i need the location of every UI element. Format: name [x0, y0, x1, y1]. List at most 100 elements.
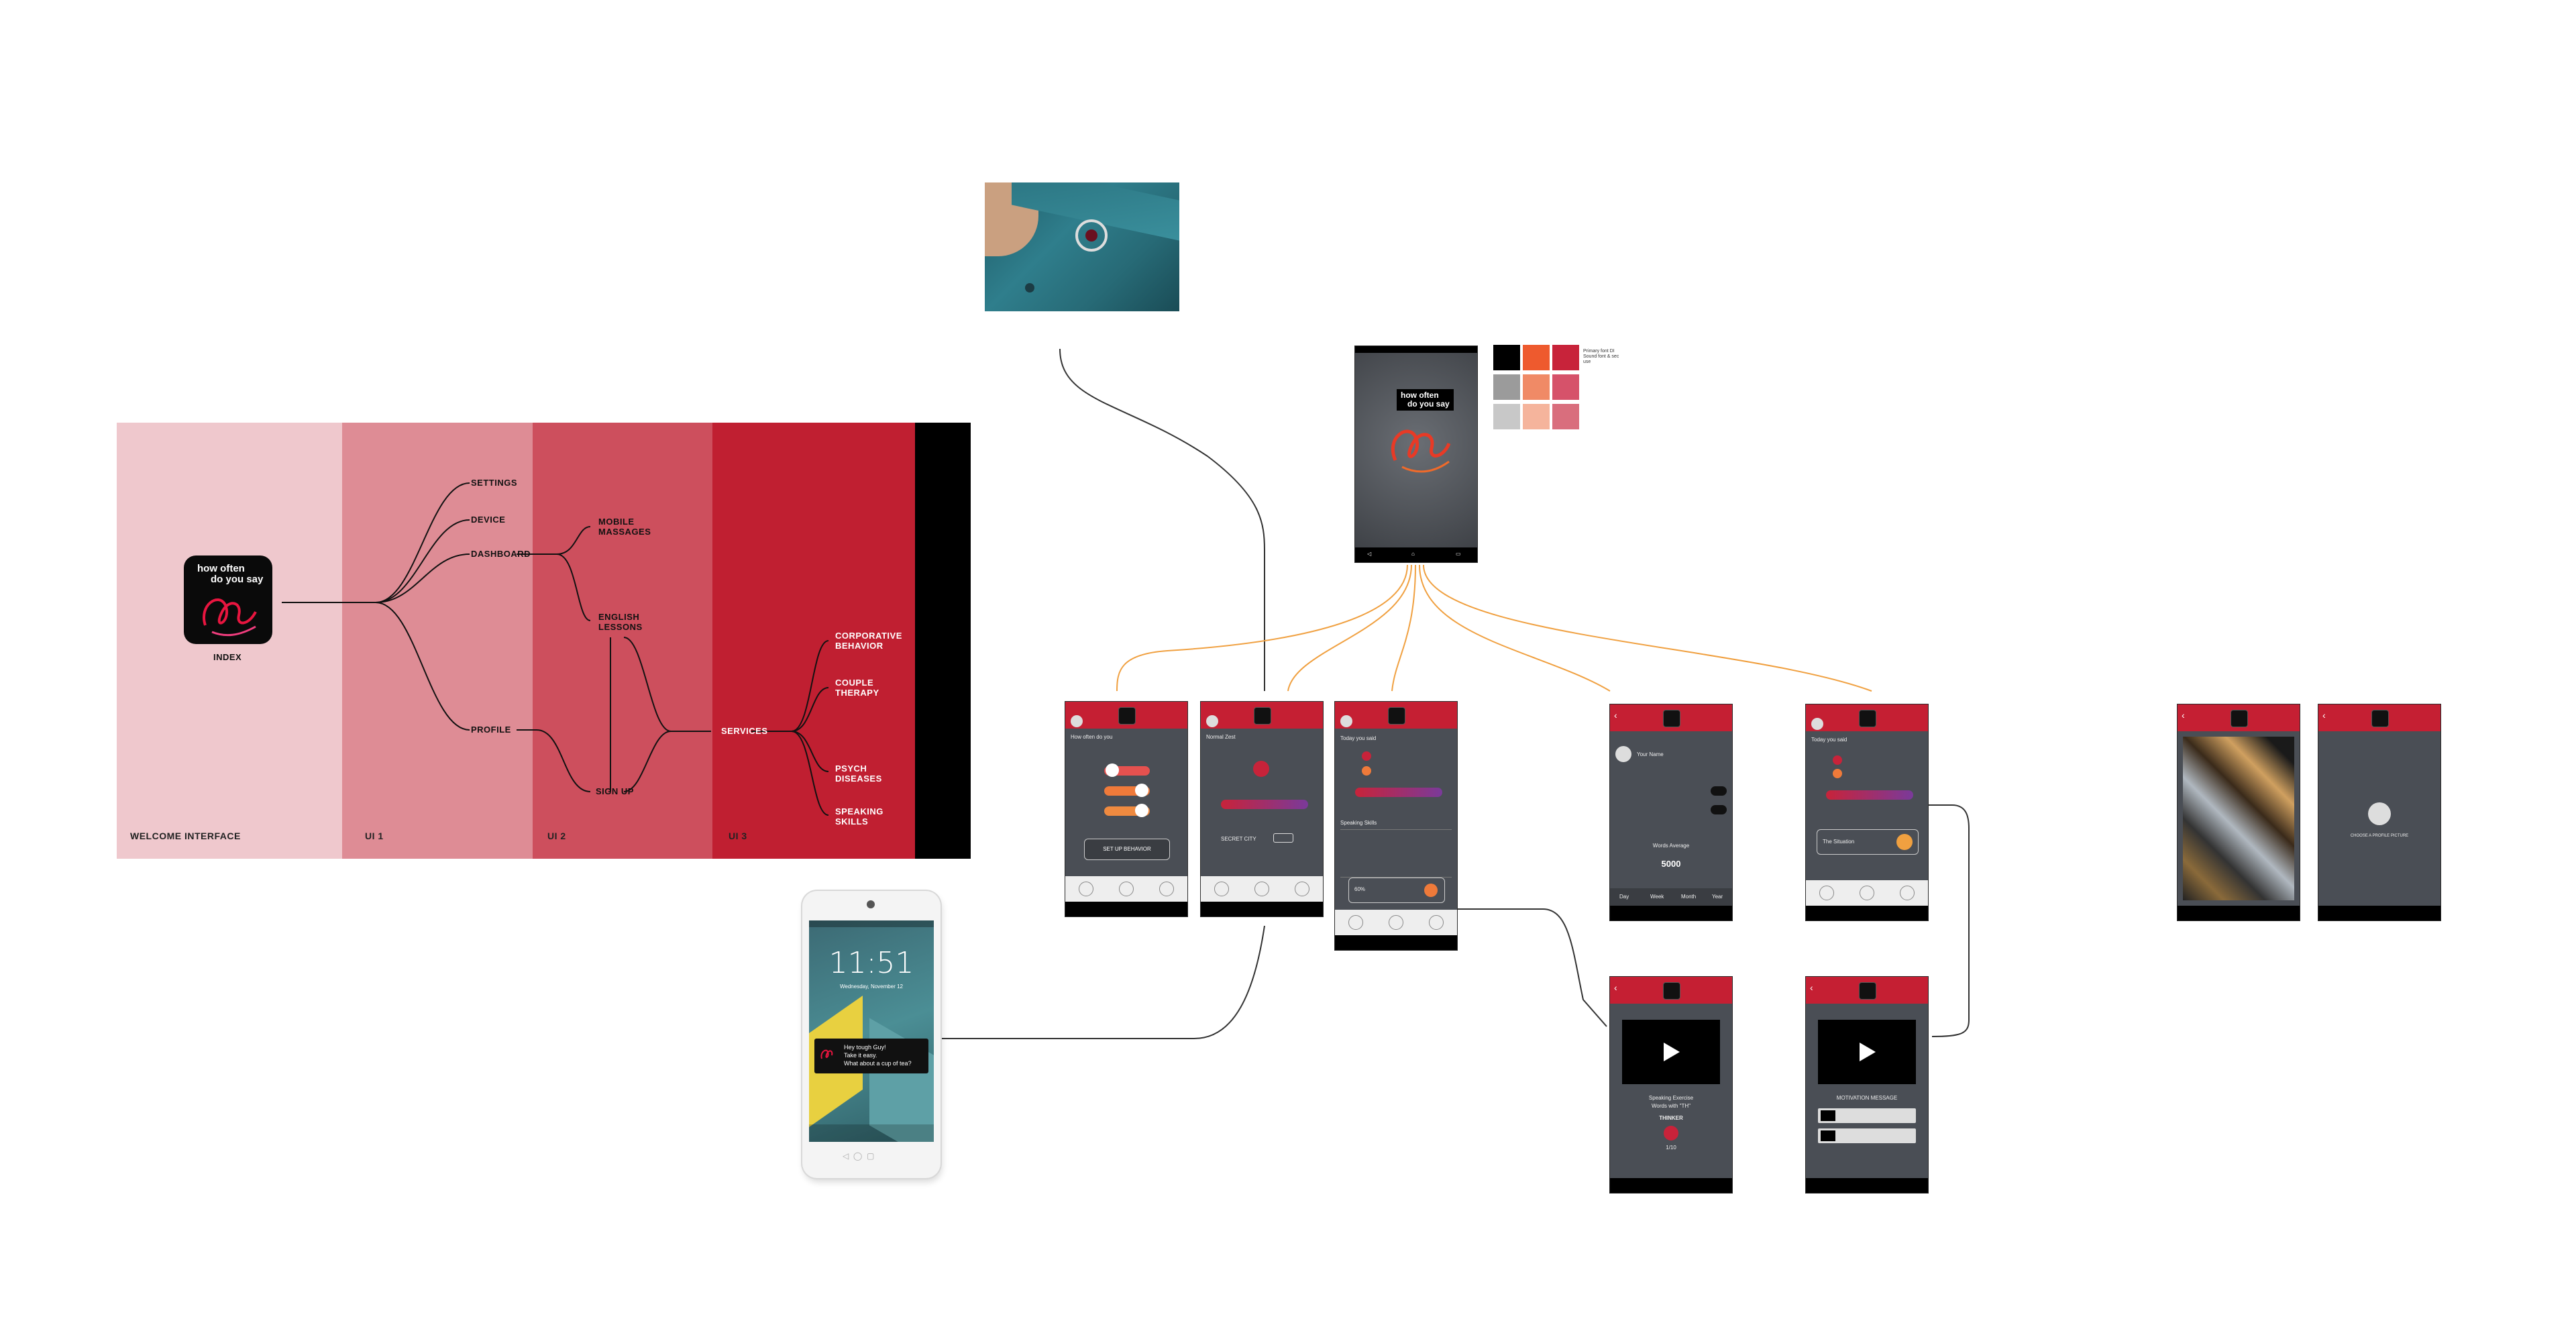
slider-3-knob[interactable]: [1135, 804, 1148, 817]
profile-avatar[interactable]: [1615, 746, 1631, 762]
stat-value: 5000: [1661, 859, 1681, 869]
toggle-1[interactable]: [1711, 786, 1727, 796]
tab-dashboard-icon[interactable]: [1348, 915, 1363, 930]
swatch-5: [1523, 374, 1550, 400]
play-icon[interactable]: [1664, 1043, 1680, 1061]
exercise-sub: Words with "TH": [1652, 1103, 1690, 1109]
node-services: SERVICES: [721, 726, 768, 736]
tab-dashboard-icon[interactable]: [1819, 886, 1834, 900]
photo-grid[interactable]: [2183, 737, 2294, 900]
hardware-buttons: ◁ ◯ ▢: [843, 1151, 875, 1161]
script-logo-icon: [203, 598, 257, 637]
video-player[interactable]: [1622, 1020, 1720, 1084]
back-arrow-icon[interactable]: ‹: [1614, 710, 1617, 721]
header-logo-icon: [1859, 982, 1876, 1000]
tab-week[interactable]: Week: [1650, 894, 1664, 900]
tab-mic-icon[interactable]: [1860, 886, 1874, 900]
exercise-title: Speaking Exercise: [1648, 1095, 1694, 1101]
splash-line1: how often: [1401, 390, 1439, 400]
screen-profile: ‹ Your Name Words Average 5000 Day Week …: [1610, 704, 1732, 920]
palette-note: Primary font DI Sound font & sec use: [1583, 349, 1619, 364]
tab-settings-icon[interactable]: [1295, 882, 1309, 896]
avatar[interactable]: [1206, 715, 1218, 727]
screen-motivation: ‹ MOTIVATION MESSAGE: [1806, 977, 1928, 1193]
word-meter: [1355, 788, 1442, 797]
screen-set-up-behavior: How often do you SET UP BEHAVIOR: [1065, 702, 1187, 916]
nav-bar: [2178, 906, 2300, 920]
wearable-button: [1085, 229, 1097, 242]
screen-photo-gallery: ‹: [2178, 704, 2300, 920]
app-header: ‹: [1806, 977, 1928, 1004]
app-header: ‹: [2178, 704, 2300, 731]
screen2-title: Normal Zest: [1206, 734, 1236, 740]
tab-day[interactable]: Day: [1619, 894, 1629, 900]
back-arrow-icon[interactable]: ‹: [1614, 982, 1617, 993]
audio-item-1[interactable]: [1818, 1108, 1916, 1123]
splash-screen: how often do you say ◁ ⌂ ▭: [1355, 346, 1477, 562]
header-logo-icon: [1254, 707, 1271, 725]
situation-label: The Situation: [1823, 839, 1855, 845]
header-logo-icon: [2371, 710, 2389, 727]
recent-nav-icon[interactable]: ▭: [1456, 551, 1461, 557]
tab-month[interactable]: Month: [1681, 894, 1697, 900]
back-arrow-icon[interactable]: ‹: [2182, 710, 2185, 721]
back-arrow-icon[interactable]: ‹: [1810, 982, 1813, 993]
nav-bar: [2318, 906, 2440, 920]
tab-mic-icon[interactable]: [1389, 915, 1403, 930]
screen-normal-zest: Normal Zest SECRET CITY: [1201, 702, 1323, 916]
shirt-button: [1025, 283, 1034, 293]
progress-card[interactable]: 60%: [1348, 878, 1445, 903]
screen-speaking-exercise: ‹ Speaking Exercise Words with "TH" THIN…: [1610, 977, 1732, 1193]
avatar[interactable]: [1340, 715, 1352, 727]
avatar[interactable]: [1811, 718, 1823, 730]
set-up-behavior-button[interactable]: SET UP BEHAVIOR: [1084, 839, 1170, 860]
play-icon[interactable]: [1860, 1043, 1876, 1061]
video-player[interactable]: [1818, 1020, 1916, 1084]
notification-line3: What about a cup of tea?: [844, 1060, 912, 1067]
slider-1-knob[interactable]: [1106, 763, 1119, 777]
word-meter: [1221, 800, 1308, 809]
screen-today-you-said: Today you said Speaking Skills 60%: [1335, 702, 1457, 950]
tab-dashboard-icon[interactable]: [1079, 882, 1093, 896]
stat-label: Words Average: [1652, 843, 1690, 849]
tab-dashboard-icon[interactable]: [1214, 882, 1229, 896]
mic-icon[interactable]: [1253, 761, 1269, 777]
lockscreen-display: 11:51 Wednesday, November 12 Hey tough G…: [809, 920, 934, 1142]
app-header: [1806, 704, 1928, 731]
situation-card[interactable]: The Situation: [1817, 829, 1919, 855]
smile-icon: [1833, 769, 1842, 778]
node-settings: SETTINGS: [471, 478, 518, 488]
mic-icon[interactable]: [1664, 1126, 1678, 1141]
header-logo-icon: [1388, 707, 1405, 725]
choose-picture-caption: CHOOSE A PROFILE PICTURE: [2350, 834, 2409, 838]
toggle[interactable]: [1273, 833, 1293, 843]
tab-settings-icon[interactable]: [1900, 886, 1915, 900]
avatar[interactable]: [1071, 715, 1083, 727]
home-nav-icon[interactable]: ⌂: [1411, 551, 1415, 557]
tab-settings-icon[interactable]: [1429, 915, 1444, 930]
nav-bar: [1065, 902, 1187, 916]
tab-settings-icon[interactable]: [1159, 882, 1174, 896]
lockscreen-status: [809, 920, 934, 927]
slider-2-knob[interactable]: [1135, 784, 1148, 797]
header-logo-icon: [1663, 710, 1680, 727]
back-arrow-icon[interactable]: ‹: [2322, 710, 2326, 721]
audio-item-2[interactable]: [1818, 1128, 1916, 1143]
notification-card[interactable]: Hey tough Guy! Take it easy. What about …: [814, 1039, 928, 1073]
collar-device-photo: [985, 182, 1179, 311]
profile-name: Your Name: [1637, 751, 1664, 757]
profile-placeholder-icon[interactable]: [2368, 802, 2391, 825]
nav-bar: ◁ ⌂ ▭: [1355, 547, 1477, 562]
label-ui3: UI 3: [729, 831, 747, 841]
toggle-2[interactable]: [1711, 805, 1727, 814]
app-header: [1335, 702, 1457, 729]
tab-mic-icon[interactable]: [1119, 882, 1134, 896]
tab-year[interactable]: Year: [1712, 894, 1723, 900]
play-small-icon[interactable]: [1821, 1130, 1835, 1141]
app-header: [1065, 702, 1187, 729]
tab-mic-icon[interactable]: [1254, 882, 1269, 896]
play-small-icon[interactable]: [1821, 1110, 1835, 1121]
splash-title-box: how often do you say: [1397, 389, 1454, 411]
screen3-section: Speaking Skills: [1340, 820, 1377, 826]
back-nav-icon[interactable]: ◁: [1367, 551, 1372, 557]
